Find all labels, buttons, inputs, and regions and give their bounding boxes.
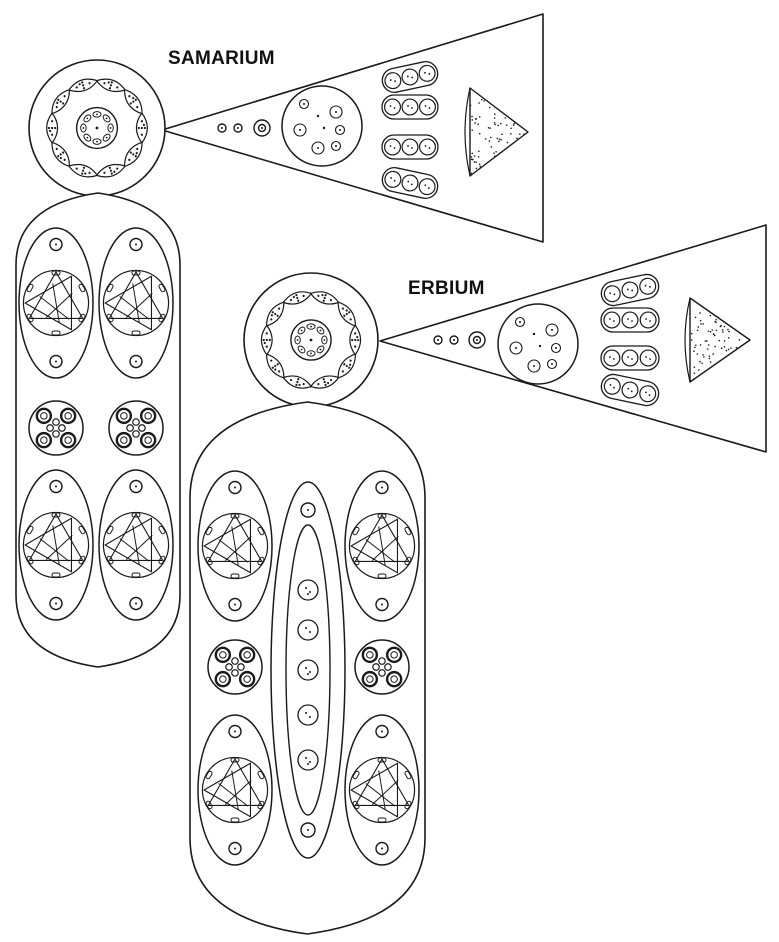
erbium-body [190,402,425,934]
erbium-label: ERBIUM [408,278,485,300]
erbium-rosette [244,273,378,407]
erbium-funnel [380,225,766,452]
samarium-rosette [29,60,165,196]
samarium-label: SAMARIUM [168,48,275,70]
samarium-body [16,193,180,667]
